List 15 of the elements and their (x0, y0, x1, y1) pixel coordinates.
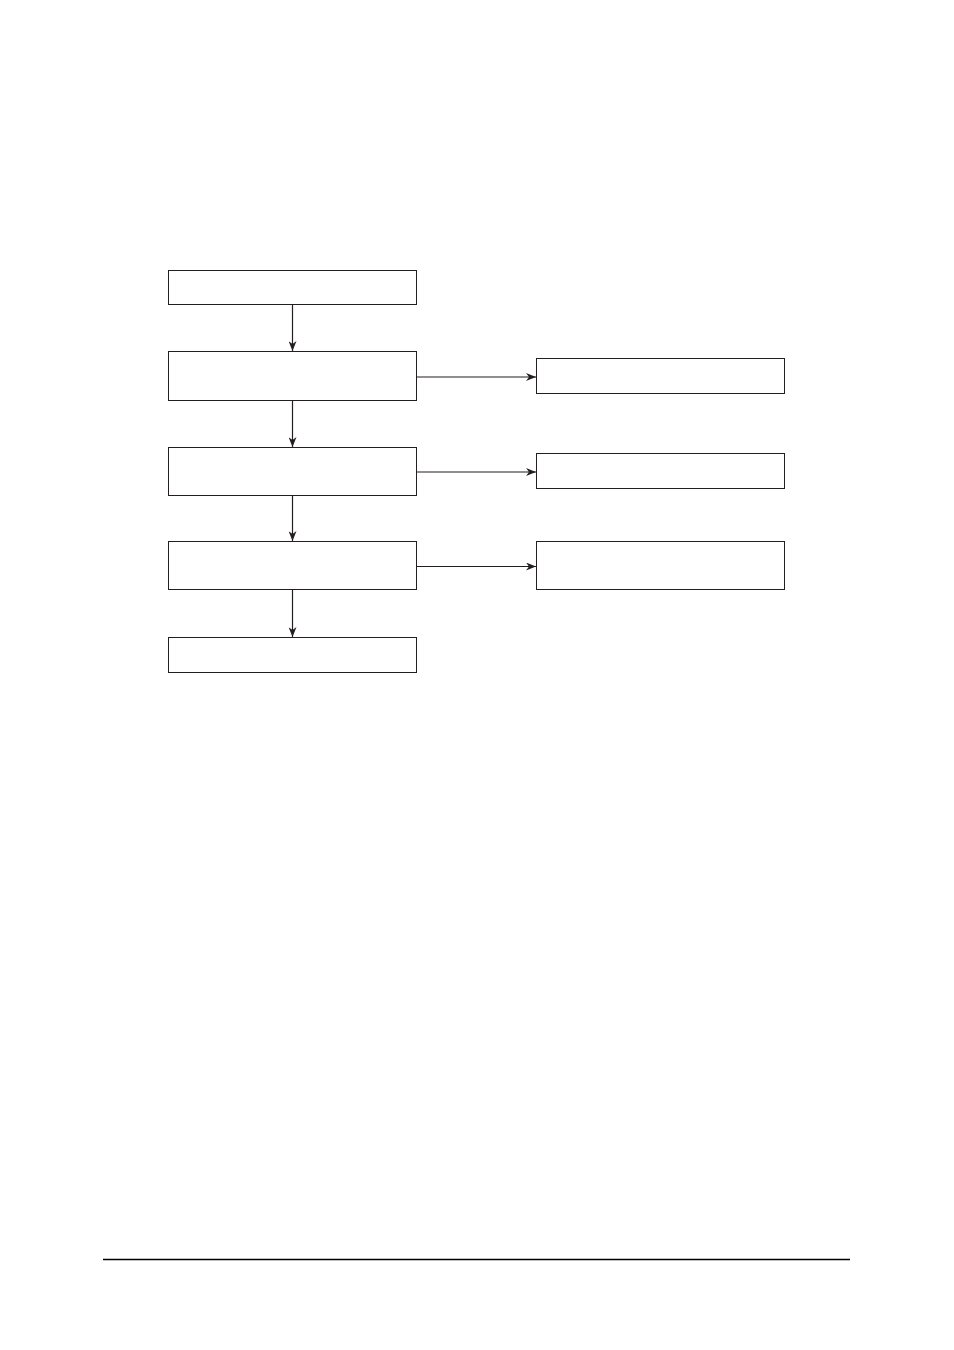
arrow (416, 562, 537, 571)
process-box (168, 270, 417, 305)
arrow (416, 468, 537, 476)
process-box (168, 351, 417, 401)
process-box (168, 541, 417, 590)
arrow (288, 304, 297, 352)
arrow (288, 400, 297, 448)
process-box (536, 541, 785, 590)
arrow (416, 373, 537, 381)
arrow (288, 495, 297, 542)
process-box (168, 637, 417, 673)
process-box (536, 358, 785, 394)
arrow (288, 589, 297, 638)
process-box (536, 453, 785, 489)
process-box (168, 447, 417, 496)
